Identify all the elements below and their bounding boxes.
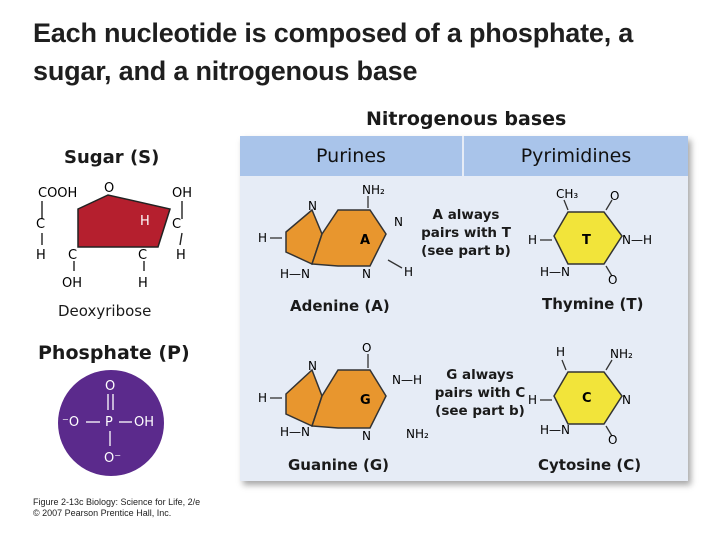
- guanine-n2: N: [362, 429, 371, 443]
- o-label: O: [104, 181, 114, 196]
- cytosine-h1: H: [556, 345, 565, 359]
- adenine-h1: H: [258, 231, 267, 245]
- oh-bottom-label: OH: [62, 276, 82, 291]
- note-a-line-1: A always: [432, 207, 500, 223]
- adenine-letter: A: [360, 233, 370, 248]
- adenine-nh2: NH₂: [362, 183, 385, 197]
- cytosine-nh2: NH₂: [610, 347, 633, 361]
- thymine-structure: CH₃ O H T N—H H—N O: [528, 187, 652, 284]
- guanine-name: Guanine (G): [288, 456, 390, 474]
- h5-label: H: [138, 276, 148, 291]
- guanine-letter: G: [360, 393, 371, 408]
- thymine-hn: H—N: [540, 265, 570, 279]
- cytosine-o: O: [608, 433, 617, 446]
- caption-line-1: Figure 2-13c Biology: Science for Life, …: [33, 497, 201, 507]
- adenine-hn: H—N: [280, 267, 310, 281]
- o-bottom-label: O⁻: [104, 451, 121, 466]
- p-label: P: [105, 415, 113, 430]
- o-left-label: ⁻O: [62, 415, 79, 430]
- cytosine-h2: H: [528, 393, 537, 407]
- cytosine-letter: C: [582, 391, 592, 406]
- deoxyribose-structure: COOH O OH C H H C H C C H OH H: [36, 181, 192, 291]
- thymine-o2: O: [608, 273, 617, 284]
- pyrimidines-label: Pyrimidines: [520, 145, 632, 167]
- pyrimidines-header: Pyrimidines: [464, 136, 688, 176]
- thymine-name: Thymine (T): [542, 295, 644, 313]
- thymine-nh: N—H: [622, 233, 652, 247]
- thymine-ch3: CH₃: [556, 187, 578, 201]
- guanine-o: O: [362, 341, 371, 355]
- title-line-2: sugar, and a nitrogenous base: [33, 56, 418, 86]
- guanine-nh2: NH₂: [406, 427, 429, 441]
- cytosine-n: N: [622, 393, 631, 407]
- phosphate-heading: Phosphate (P): [38, 342, 190, 364]
- oh-top-label: OH: [172, 186, 192, 201]
- guanine-hn: H—N: [280, 425, 310, 439]
- guanine-h: H: [258, 391, 267, 405]
- note-a-line-3: (see part b): [421, 243, 511, 259]
- adenine-n2: N: [394, 215, 403, 229]
- adenine-structure: NH₂ N N H A H—N N H: [258, 183, 413, 281]
- thymine-h: H: [528, 233, 537, 247]
- guanine-nh: N—H: [392, 373, 422, 387]
- cytosine-structure: H NH₂ H C N H—N O: [528, 345, 633, 446]
- thymine-letter: T: [582, 233, 591, 248]
- h3-label: H: [36, 248, 46, 263]
- o-top-label: O: [105, 379, 115, 394]
- cytosine-name: Cytosine (C): [538, 456, 642, 474]
- adenine-n3: N: [362, 267, 371, 281]
- c3-label: C: [68, 248, 77, 263]
- sugar-ring: [77, 194, 171, 248]
- h1-label: H: [66, 214, 76, 229]
- h4-label: H: [176, 248, 186, 263]
- adenine-n1: N: [308, 199, 317, 213]
- thymine-o1: O: [610, 189, 619, 203]
- bases-heading: Nitrogenous bases: [366, 108, 567, 130]
- h2-label: H: [140, 214, 150, 229]
- note-g-line-2: pairs with C: [434, 385, 526, 401]
- guanine-structure: O N N—H H G H—N N NH₂: [258, 341, 429, 443]
- cytosine-hn: H—N: [540, 423, 570, 437]
- note-a-line-2: pairs with T: [421, 225, 511, 241]
- c2-label: C: [172, 217, 181, 232]
- oh-label: OH: [134, 415, 154, 430]
- purines-label: Purines: [316, 145, 386, 167]
- cooh-label: COOH: [38, 186, 77, 201]
- note-g-line-1: G always: [446, 367, 514, 383]
- note-g: G always pairs with C (see part b): [430, 366, 530, 420]
- guanine-n1: N: [308, 359, 317, 373]
- purines-header: Purines: [240, 136, 462, 176]
- sugar-heading: Sugar (S): [64, 147, 160, 168]
- note-g-line-3: (see part b): [435, 403, 525, 419]
- figure-caption: Figure 2-13c Biology: Science for Life, …: [33, 497, 200, 519]
- title-line-1: Each nucleotide is composed of a phospha…: [33, 18, 634, 48]
- sugar-name: Deoxyribose: [58, 302, 152, 320]
- c4-label: C: [138, 248, 147, 263]
- note-a: A always pairs with T (see part b): [416, 206, 516, 260]
- caption-line-2: © 2007 Pearson Prentice Hall, Inc.: [33, 508, 172, 518]
- phosphate-structure: O P ⁻O OH O⁻: [58, 370, 164, 476]
- c1-label: C: [36, 217, 45, 232]
- phosphate-circle: [58, 370, 164, 476]
- page-title: Each nucleotide is composed of a phospha…: [33, 14, 713, 90]
- adenine-h2: H: [404, 265, 413, 279]
- adenine-name: Adenine (A): [290, 297, 390, 315]
